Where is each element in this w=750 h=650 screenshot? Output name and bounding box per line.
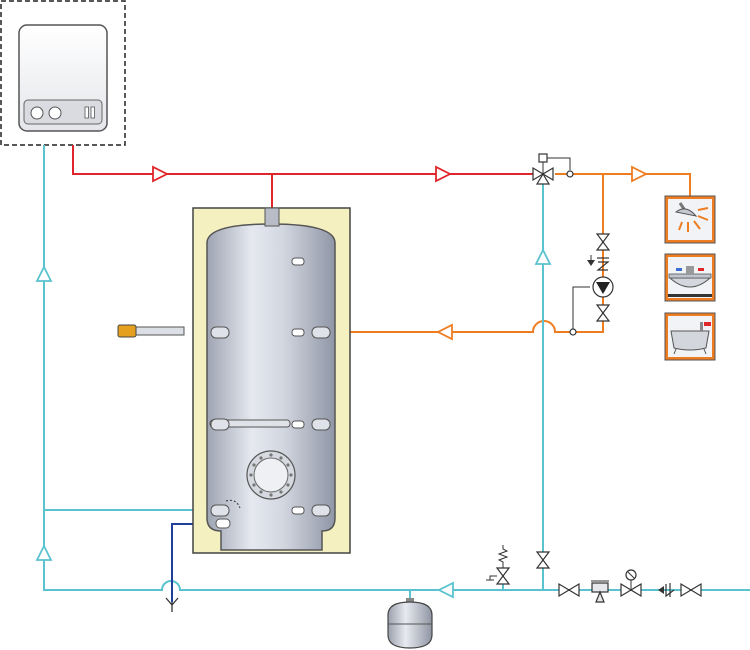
strainer-icon xyxy=(591,580,609,603)
storage-tank-icon xyxy=(192,207,351,554)
flow-direction-arrow-icon xyxy=(35,264,53,282)
flow-arrows xyxy=(35,165,649,599)
cold-main-pipe xyxy=(43,145,750,591)
check-valve-icon xyxy=(587,255,610,271)
boiler-knob-right xyxy=(48,106,62,120)
boiler-enclosure-dashed xyxy=(0,0,126,146)
tank-body xyxy=(206,223,336,551)
boiler-indicator-2 xyxy=(90,106,95,119)
drain-port xyxy=(215,518,231,529)
circulation-inlet-port xyxy=(311,326,331,339)
fixtures xyxy=(664,195,716,361)
flow-direction-arrow-icon xyxy=(435,323,453,341)
boiler-indicator-1 xyxy=(84,106,89,119)
flow-direction-arrow-icon xyxy=(631,165,649,183)
immersion-heater-icon xyxy=(117,324,185,338)
circulation-fittings xyxy=(569,233,614,336)
expansion-vessel-icon xyxy=(387,598,433,649)
flow-direction-arrow-icon xyxy=(534,247,552,265)
inlet-diffuser xyxy=(225,499,241,509)
inspection-flange-inner xyxy=(253,457,289,493)
sensor-port xyxy=(291,506,305,515)
flow-direction-arrow-icon xyxy=(152,165,170,183)
washbasin-icon xyxy=(664,253,716,302)
flow-direction-arrow-icon xyxy=(35,543,53,561)
pump-bypass xyxy=(572,286,590,332)
sensor-port xyxy=(291,328,305,337)
shutoff-valve-icon xyxy=(535,551,551,569)
shutoff-valve-icon xyxy=(558,582,580,598)
sensor-port xyxy=(291,420,305,429)
flow-direction-arrow-icon xyxy=(436,581,454,599)
hot-supply-pipe xyxy=(72,145,533,175)
tank-top-fitting xyxy=(264,207,280,227)
safety-valve-icon xyxy=(486,545,511,585)
pipes xyxy=(43,145,750,602)
shutoff-valve-icon xyxy=(595,233,611,251)
port-left-upper xyxy=(210,326,230,339)
cold-line-fittings xyxy=(486,545,702,603)
port-right-middle xyxy=(311,418,331,431)
heat-exchanger-rod xyxy=(209,419,291,428)
tee-junction xyxy=(569,328,577,336)
drain-icon xyxy=(165,597,179,612)
flow-direction-arrow-icon xyxy=(435,165,453,183)
hot-outlet-pipe xyxy=(555,173,691,196)
circulation-pump-icon xyxy=(592,276,614,298)
pressure-reducer-icon xyxy=(620,569,642,598)
port-right-lower xyxy=(311,504,331,517)
port-left-middle xyxy=(210,418,230,431)
shutoff-valve-icon xyxy=(680,582,702,598)
cold-inlet-port xyxy=(210,504,230,517)
boiler-control-panel xyxy=(23,99,103,125)
flange-bolts xyxy=(249,453,293,497)
boiler xyxy=(0,0,126,146)
shutoff-valve-icon xyxy=(595,304,611,322)
check-valve-icon xyxy=(658,583,675,598)
sensor-port xyxy=(291,257,305,266)
bathtub-icon xyxy=(664,312,716,361)
three-way-valve-icon xyxy=(532,153,574,185)
shower-icon xyxy=(664,195,716,244)
boiler-knob-left xyxy=(30,106,44,120)
circulation-branch xyxy=(573,174,604,333)
